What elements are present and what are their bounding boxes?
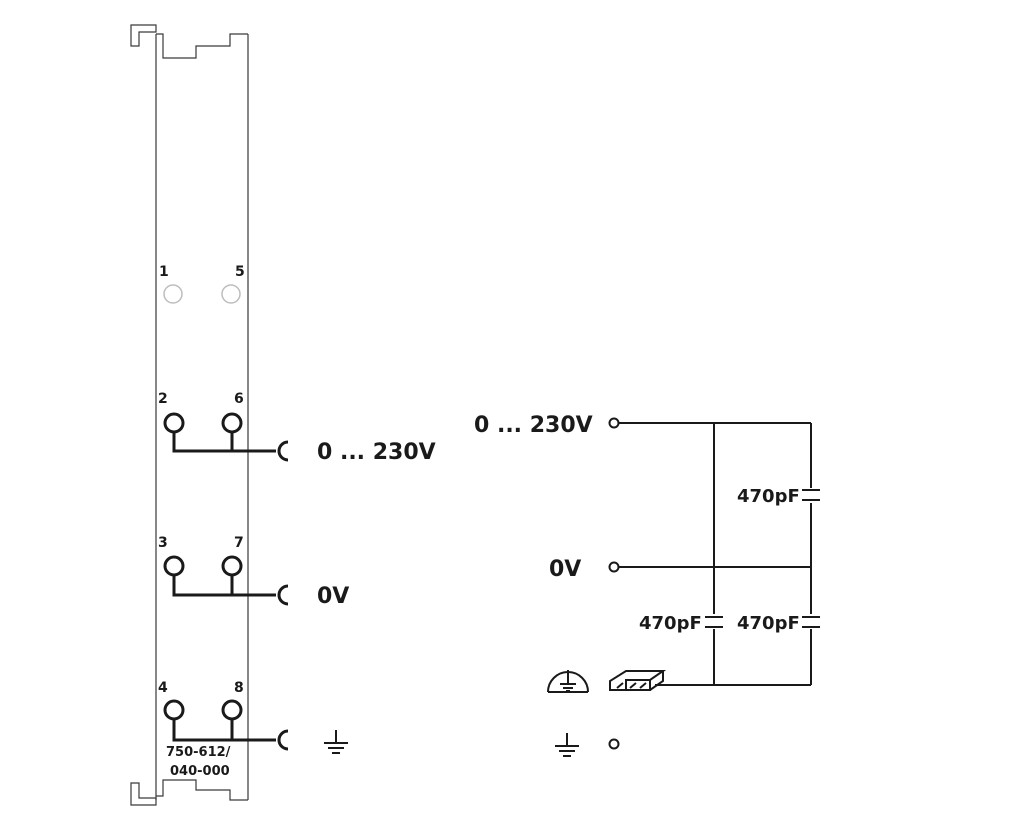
connector-socket: [277, 584, 289, 606]
schematic-zero-label: 0V: [549, 557, 581, 582]
terminal-5: [221, 284, 241, 304]
capacitor-bottom-left-label: 470pF: [639, 613, 702, 634]
supply-node: [608, 417, 620, 429]
terminal-number-1: 1: [159, 264, 169, 280]
protective-earth-icon: [547, 670, 589, 693]
terminal-6: [221, 412, 243, 434]
zero-terminal-wiring: [163, 555, 289, 606]
din-rail-icon: [609, 670, 667, 691]
module-body: [155, 34, 249, 800]
capacitor-bottom-right-label: 470pF: [737, 613, 800, 634]
module-supply-label: 0 ... 230V: [317, 440, 436, 465]
capacitor-icon: [705, 616, 723, 628]
top-latch: [156, 33, 248, 59]
terminal-1: [163, 284, 183, 304]
terminal-number-4: 4: [158, 680, 168, 696]
bottom-latch: [156, 779, 248, 801]
module-housing: [130, 24, 249, 806]
part-number-line2: 040-000: [170, 764, 230, 779]
terminal-number-3: 3: [158, 535, 168, 551]
terminal-number-5: 5: [235, 264, 245, 280]
capacitor-icon: [802, 616, 820, 628]
terminal-number-6: 6: [234, 391, 244, 407]
bottom-rail-clip: [130, 782, 157, 806]
zero-node: [608, 561, 620, 573]
connector-socket: [277, 440, 289, 462]
ground-icon: [555, 733, 579, 757]
capacitor-top-label: 470pF: [737, 486, 800, 507]
supply-terminal-wiring: [163, 412, 289, 462]
ground-node: [608, 738, 620, 750]
terminal-number-7: 7: [234, 535, 244, 551]
module-zero-label: 0V: [317, 584, 349, 609]
capacitor-icon: [802, 489, 820, 501]
terminal-3: [163, 555, 185, 577]
ground-icon: [324, 730, 348, 754]
terminal-number-2: 2: [158, 391, 168, 407]
ground-terminal-wiring: [163, 699, 289, 751]
part-number-line1: 750-612/: [166, 745, 231, 760]
terminal-7: [221, 555, 243, 577]
schematic: 0 ... 230V 0V 470pF 470pF 470pF: [474, 413, 820, 757]
top-rail-clip: [130, 24, 157, 47]
terminal-2: [163, 412, 185, 434]
terminal-4: [163, 699, 185, 721]
schematic-supply-label: 0 ... 230V: [474, 413, 593, 438]
terminal-8: [221, 699, 243, 721]
terminal-number-8: 8: [234, 680, 244, 696]
connector-socket: [277, 729, 289, 751]
